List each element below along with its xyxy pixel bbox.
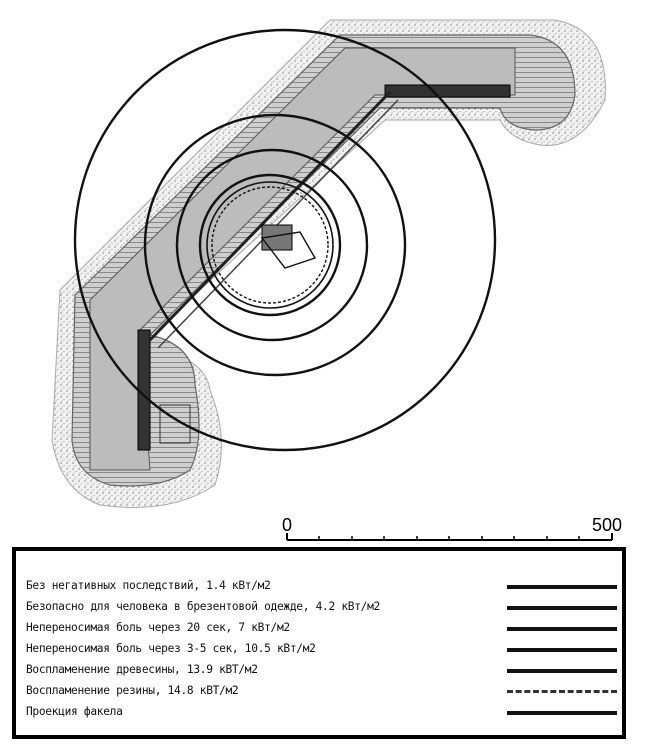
legend-item-7: Непереносимая боль через 20 сек, 7 кВт/м… (26, 619, 621, 641)
zone-1.4 (73, 28, 497, 452)
legend-swatch (507, 585, 617, 589)
zone-4.2 (143, 113, 407, 377)
legend-label: Без негативных последствий, 1.4 кВт/м2 (26, 579, 271, 592)
scale-max-label: 500 (592, 515, 623, 535)
stair-lower (159, 404, 191, 444)
legend-item-10.5: Непереносимая боль через 3-5 сек, 10.5 к… (26, 640, 621, 662)
hazard-zone-map (51, 19, 606, 508)
scale-line (286, 533, 613, 541)
legend-swatch (507, 627, 617, 631)
legend-swatch (507, 606, 617, 610)
legend-swatch (507, 648, 617, 652)
radiation-zones (73, 28, 497, 452)
legend-swatch (507, 711, 617, 715)
tank-lower (137, 329, 151, 451)
legend-label: Воспламенение резины, 14.8 кВТ/м2 (26, 684, 239, 697)
legend-label: Непереносимая боль через 20 сек, 7 кВт/м… (26, 621, 290, 634)
legend-label: Безопасно для человека в брезентовой оде… (26, 600, 380, 613)
zone-14.8 (211, 186, 329, 304)
legend-label: Проекция факела (26, 705, 123, 718)
legend-item-13.9: Воспламенение древесины, 13.9 кВТ/м2 (26, 661, 621, 683)
legend-item-14.8: Воспламенение резины, 14.8 кВТ/м2 (26, 682, 621, 704)
pipeline (148, 90, 392, 342)
legend-swatch (507, 669, 617, 673)
legend-item-4.2: Безопасно для человека в брезентовой оде… (26, 598, 621, 620)
tanks (137, 84, 511, 451)
legend-label: Непереносимая боль через 3-5 сек, 10.5 к… (26, 642, 316, 655)
zone-13.9 (206, 181, 334, 309)
pipeline-2 (157, 99, 399, 349)
zone-7 (175, 148, 369, 342)
legend-item-flame: Проекция факела (26, 703, 621, 725)
flame-projection (260, 231, 317, 269)
scale-bar: 0 500 (0, 505, 647, 550)
scale-min-label: 0 (282, 515, 293, 535)
legend-item-1.4: Без негативных последствий, 1.4 кВт/м2 (26, 577, 621, 599)
legend-swatch-dashed (507, 690, 617, 693)
zone-10.5 (198, 173, 342, 317)
legend-label: Воспламенение древесины, 13.9 кВТ/м2 (26, 663, 258, 676)
tank-upper (384, 84, 511, 98)
legend: Без негативных последствий, 1.4 кВт/м2 Б… (12, 547, 626, 739)
